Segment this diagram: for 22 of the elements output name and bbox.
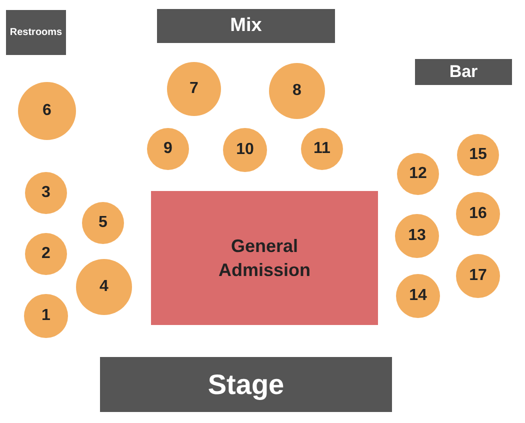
- seat-table: 15: [457, 134, 499, 176]
- seat-table: 3: [25, 172, 67, 214]
- area-block: Bar: [415, 59, 512, 85]
- seat-table: 5: [82, 202, 124, 244]
- seat-table: 6: [18, 82, 76, 140]
- area-block: Stage: [100, 357, 392, 412]
- seat-table: 17: [456, 254, 500, 298]
- seat-table: 7: [167, 62, 221, 116]
- seat-table: 13: [395, 214, 439, 258]
- seat-table: 16: [456, 192, 500, 236]
- seat-table: 10: [223, 128, 267, 172]
- area-block: Mix: [157, 9, 335, 43]
- seat-table: 9: [147, 128, 189, 170]
- seat-table: 8: [269, 63, 325, 119]
- seat-table: 14: [396, 274, 440, 318]
- seat-table: 4: [76, 259, 132, 315]
- general-admission-area: General Admission: [151, 191, 378, 325]
- seat-table: 11: [301, 128, 343, 170]
- seat-table: 1: [24, 294, 68, 338]
- area-block: Restrooms: [6, 10, 66, 55]
- seat-table: 12: [397, 153, 439, 195]
- seat-table: 2: [25, 233, 67, 275]
